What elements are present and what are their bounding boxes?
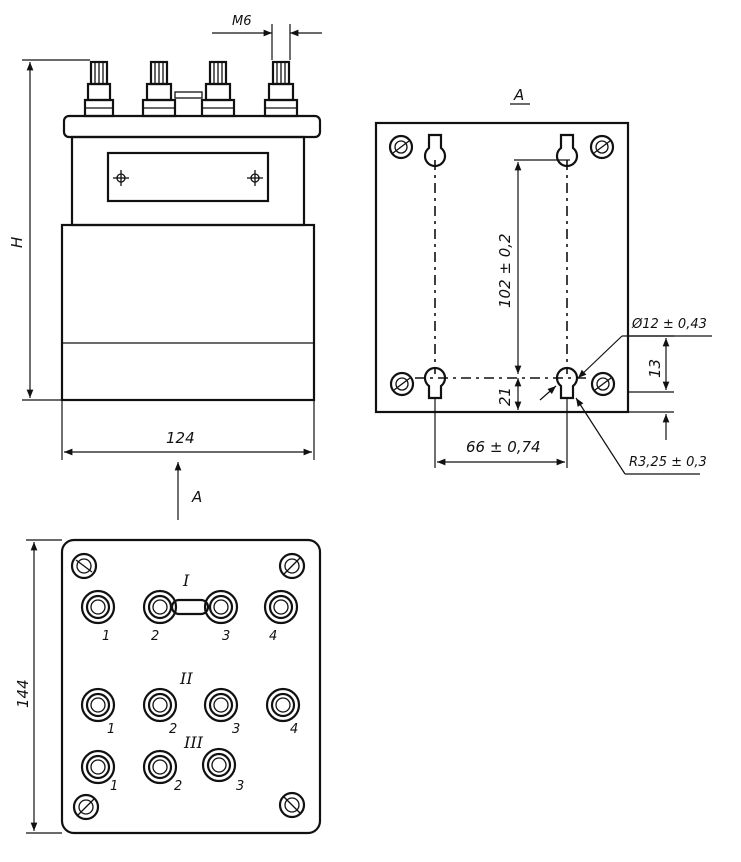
depth-label: 144	[14, 679, 32, 708]
height-label: H	[8, 237, 26, 248]
keyhole-slot-icon	[423, 133, 447, 168]
terminal-number: 1	[110, 779, 118, 794]
hole-spacing-vertical-label: 102 ± 0,2	[496, 233, 514, 308]
base-plate	[374, 121, 630, 414]
terminal-icon	[142, 687, 178, 723]
jumper-link	[170, 598, 210, 616]
terminal-icon	[80, 687, 116, 723]
bottom-offset-label: 21	[496, 387, 514, 406]
view-a-label: A	[513, 86, 524, 104]
bottom-offset-dimension: 21	[496, 378, 522, 410]
radius-label: R3,25 ± 0,3	[629, 455, 707, 470]
hole-spacing-horizontal-dimension: 66 ± 0,74	[434, 398, 568, 468]
group-label: II	[179, 669, 193, 688]
front-view: M6 H 124 A	[8, 14, 322, 520]
thread-dimension: M6	[212, 14, 322, 60]
terminal-number: 2	[151, 629, 159, 644]
keyhole-slot-icon	[423, 366, 447, 400]
width-dimension: 124	[61, 400, 315, 460]
terminal-stud-icon	[263, 60, 299, 118]
corner-hole-icon	[590, 371, 616, 397]
terminal-icon	[142, 749, 178, 785]
terminal-icon	[142, 589, 178, 625]
terminal-number: 1	[107, 722, 115, 737]
radius-leader: R3,25 ± 0,3	[575, 397, 707, 475]
depth-dimension: 144	[14, 539, 62, 834]
case-lid	[62, 114, 322, 139]
corner-hole-icon	[388, 134, 414, 160]
group-label: I	[182, 571, 190, 590]
case-upper	[70, 135, 306, 227]
corner-hole-icon	[589, 134, 615, 160]
screw-icon	[247, 170, 263, 186]
hole-spacing-horizontal-label: 66 ± 0,74	[466, 438, 541, 456]
side-offset-label: 13	[646, 359, 664, 378]
terminal-number: 1	[102, 629, 110, 644]
view-arrow: A	[174, 462, 202, 520]
diameter-label: Ø12 ± 0,43	[631, 317, 707, 332]
corner-hole-icon	[389, 371, 415, 397]
corner-screw-icon	[70, 552, 98, 580]
terminal-icon	[263, 589, 299, 625]
terminal-number: 2	[174, 779, 182, 794]
terminal-icon	[80, 589, 116, 625]
terminal-number: 4	[269, 629, 277, 644]
terminal-stud-icon	[200, 60, 236, 118]
top-view: 144 I II III 1 2 3 4 1 2 3 4 1	[14, 538, 322, 835]
terminal-number: 3	[232, 722, 240, 737]
group-label: III	[183, 733, 204, 752]
terminal-icon	[203, 687, 239, 723]
terminal-stud-icon	[141, 60, 177, 118]
thread-label: M6	[232, 14, 252, 29]
side-offset-dimension: 13	[628, 335, 674, 440]
nameplate	[106, 151, 270, 203]
corner-screw-icon	[278, 791, 306, 819]
corner-screw-icon	[72, 793, 100, 821]
terminal-icon	[265, 687, 301, 723]
terminal-icon	[80, 749, 116, 785]
keyhole-slot-icon	[555, 133, 579, 168]
corner-screw-icon	[278, 552, 306, 580]
lid-top	[60, 538, 322, 835]
terminal-number: 2	[169, 722, 177, 737]
terminal-number: 3	[236, 779, 244, 794]
case-lower	[60, 223, 316, 402]
height-dimension: H	[8, 59, 90, 401]
view-a: A 102 ± 0,2 21	[374, 86, 712, 475]
width-label: 124	[166, 429, 195, 447]
diameter-leader: Ø12 ± 0,43	[539, 317, 712, 401]
terminal-number: 3	[222, 629, 230, 644]
screw-icon	[113, 170, 129, 186]
keyhole-slot-icon	[555, 366, 579, 400]
jumper-bar	[174, 91, 203, 99]
terminal-icon	[203, 589, 239, 625]
terminal-icon	[201, 747, 237, 783]
view-arrow-label: A	[191, 488, 202, 506]
hole-spacing-vertical-dimension: 102 ± 0,2	[496, 159, 570, 374]
terminal-number: 4	[290, 722, 298, 737]
terminal-stud-icon	[83, 60, 115, 118]
